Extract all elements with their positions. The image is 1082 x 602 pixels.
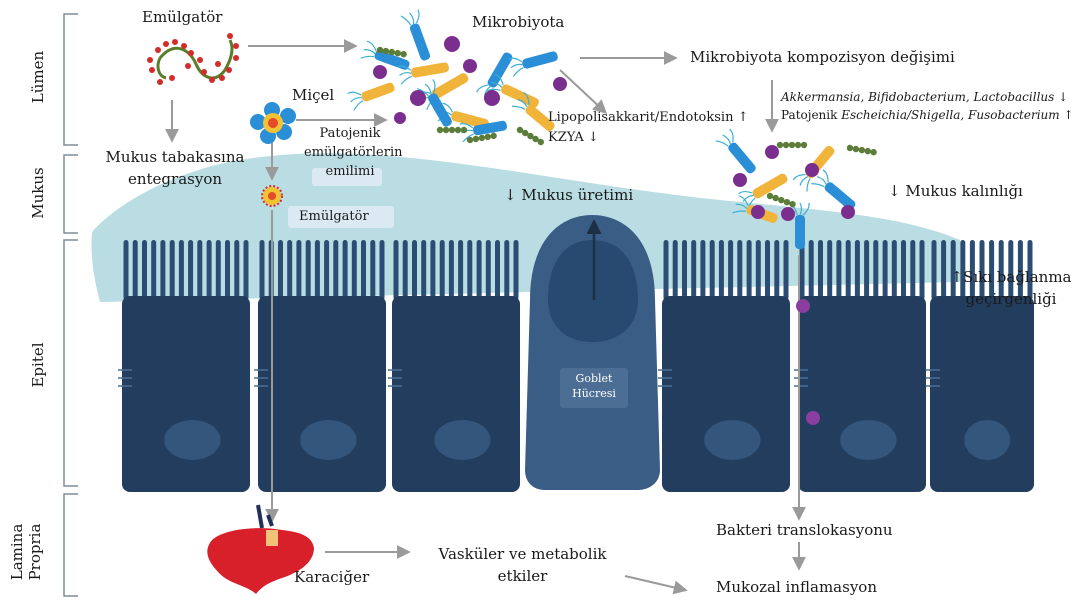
label-bacterial-translocation: Bakteri translokasyonu xyxy=(716,521,893,539)
bracket-lamina xyxy=(64,494,78,596)
label-emulsifier: Emülgatör xyxy=(142,8,222,26)
label-liver: Karaciğer xyxy=(294,568,369,586)
label-goblet-cell: Goblet Hücresi xyxy=(560,371,628,401)
translocating-bacterium xyxy=(806,411,820,425)
label-lps: Lipopolisakkarit/Endotoksin ↑ xyxy=(548,110,748,125)
layer-label-epithelium: Epitel xyxy=(29,335,47,395)
bacterium-coccus xyxy=(841,205,855,219)
bacterium-coccus xyxy=(765,145,779,159)
bacterium-rod xyxy=(410,62,449,78)
label-pathogenic-absorption: Patojenik emülgatörlerin emilimi xyxy=(304,124,396,181)
bacterium-coccus xyxy=(410,90,426,106)
bacterium-coccus xyxy=(805,163,819,177)
label-mucus-integration: Mukus tabakasına entegrasyon xyxy=(100,146,250,190)
arrow-vascular-to-inflammation xyxy=(625,576,685,590)
bacterium-coccus xyxy=(781,207,795,221)
bracket-mucus xyxy=(64,155,78,233)
bacterium-coccus xyxy=(751,205,765,219)
layer-brackets xyxy=(64,14,78,596)
layer-label-mucus: Mukus xyxy=(29,163,47,223)
bacterium-rod xyxy=(486,51,514,89)
label-vascular-metabolic: Vasküler ve metabolik etkiler xyxy=(420,543,625,587)
bacterium-coccus xyxy=(394,112,406,124)
translocating-bacterium xyxy=(796,299,810,313)
bacterium-coccus xyxy=(373,65,387,79)
goblet-cell xyxy=(525,215,660,490)
bacterium-rod xyxy=(521,51,558,70)
label-emulsifier-mucus: Emülgatör xyxy=(299,209,369,224)
label-micelle: Miçel xyxy=(292,86,334,104)
label-mucus-production: ↓ Mukus üretimi xyxy=(504,186,633,204)
label-beneficial-bacteria: Akkermansia, Bifidobacterium, Lactobacil… xyxy=(781,90,1068,104)
bacterium-rod xyxy=(360,81,395,102)
bacterium-coccus xyxy=(553,77,567,91)
bacterium-rod xyxy=(409,22,431,61)
bacterium-rod xyxy=(795,215,805,249)
bacterium-coccus xyxy=(733,173,747,187)
label-scfa: KZYA ↓ xyxy=(548,130,599,145)
bacterium-coccus xyxy=(463,59,477,73)
layer-label-lamina-propria: Lamina Propria xyxy=(8,517,44,587)
label-mucosal-inflammation: Mukozal inflamasyon xyxy=(716,578,877,596)
label-pathogenic-bacteria: Patojenik Escheichia/Shigella, Fusobacte… xyxy=(781,108,1074,122)
label-tight-junction: ↑Sıkı bağlanma geçirgenliği xyxy=(944,266,1078,310)
bracket-epithelium xyxy=(64,240,78,486)
emulsifier-molecule xyxy=(147,33,239,85)
bracket-lumen xyxy=(64,14,78,145)
bacterium-coccus xyxy=(444,36,460,52)
bacterium-rod xyxy=(500,83,540,109)
label-mucus-thickness: ↓ Mukus kalınlığı xyxy=(888,182,1023,200)
arrow-microbiota-to-lps xyxy=(560,70,605,112)
label-composition-change: Mikrobiyota kompozisyon değişimi xyxy=(690,48,955,66)
layer-label-lumen: Lümen xyxy=(29,42,47,112)
bacterium-coccus xyxy=(484,90,500,106)
bacterium-rod xyxy=(727,141,758,175)
label-microbiota: Mikrobiyota xyxy=(472,13,564,31)
micelle-icon xyxy=(250,102,296,144)
